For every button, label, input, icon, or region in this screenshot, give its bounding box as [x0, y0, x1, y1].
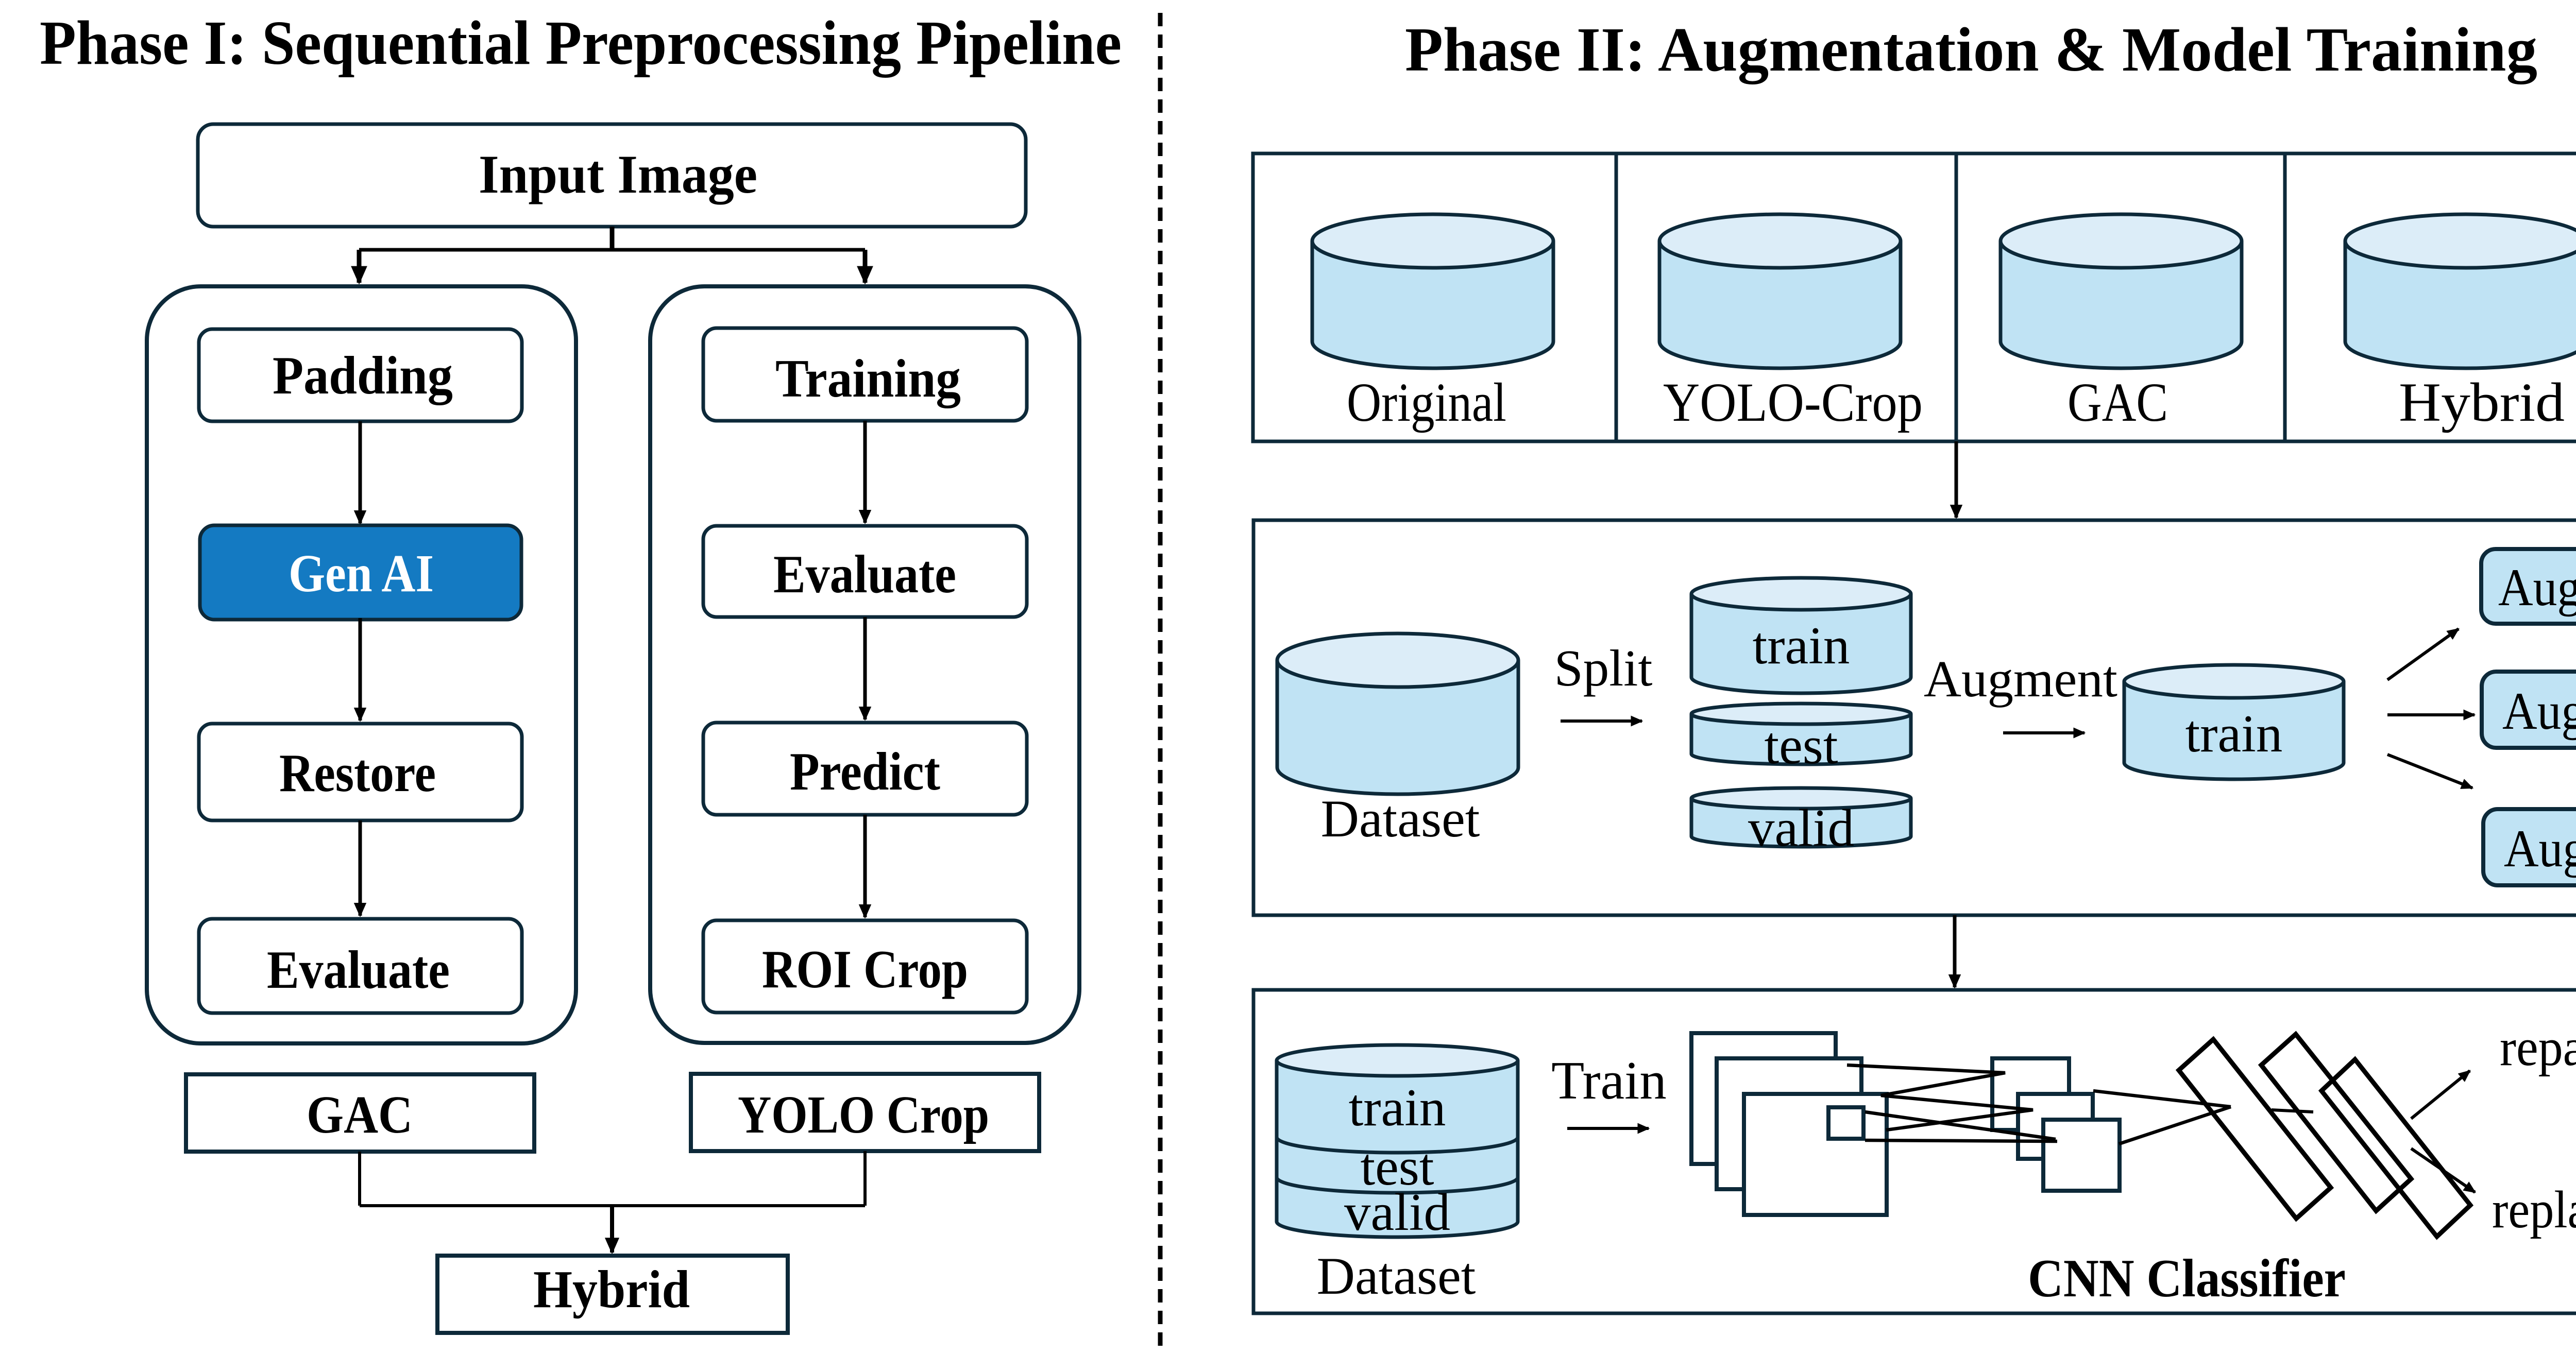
svg-text:test: test: [1764, 716, 1838, 775]
svg-text:GAC: GAC: [307, 1085, 413, 1144]
svg-text:YOLO Crop: YOLO Crop: [738, 1085, 989, 1144]
svg-text:Dataset: Dataset: [1317, 1247, 1476, 1306]
svg-text:Evaluate: Evaluate: [773, 544, 956, 604]
svg-text:Train: Train: [1551, 1050, 1667, 1110]
svg-text:train: train: [2185, 705, 2283, 763]
svg-text:Padding: Padding: [273, 345, 453, 405]
svg-text:replace: replace: [2492, 1180, 2576, 1239]
svg-text:train: train: [1753, 616, 1850, 675]
svg-text:valid: valid: [1748, 799, 1854, 858]
svg-text:Hybrid: Hybrid: [2399, 372, 2565, 433]
svg-text:Hybrid: Hybrid: [533, 1260, 690, 1319]
svg-text:Dataset: Dataset: [1321, 790, 1480, 848]
svg-text:Training: Training: [775, 348, 961, 408]
svg-text:Split: Split: [1554, 639, 1653, 697]
svg-text:valid: valid: [1344, 1183, 1450, 1242]
svg-text:Phase I: Sequential Preprocess: Phase I: Sequential Preprocessing Pipeli…: [40, 8, 1122, 78]
svg-text:Restore: Restore: [279, 743, 436, 803]
svg-text:Evaluate: Evaluate: [267, 939, 450, 1000]
svg-text:CNN Classifier: CNN Classifier: [2028, 1248, 2346, 1308]
svg-text:GAC: GAC: [2067, 372, 2168, 433]
svg-text:Predict: Predict: [790, 741, 940, 801]
svg-text:ROI Crop: ROI Crop: [762, 939, 968, 999]
svg-text:Aug2: Aug2: [2502, 682, 2576, 741]
svg-text:Gen AI: Gen AI: [289, 544, 434, 603]
svg-text:Augment: Augment: [1924, 650, 2117, 708]
svg-text:Input Image: Input Image: [479, 144, 757, 204]
svg-text:Original: Original: [1347, 372, 1506, 433]
svg-text:Aug1: Aug1: [2498, 558, 2576, 617]
svg-text:repair: repair: [2500, 1018, 2576, 1077]
svg-text:YOLO-Crop: YOLO-Crop: [1663, 372, 1923, 433]
svg-text:Aug3: Aug3: [2504, 819, 2576, 878]
svg-text:Phase II: Augmentation & Model: Phase II: Augmentation & Model Training: [1405, 15, 2537, 84]
svg-text:train: train: [1349, 1078, 1446, 1137]
svg-text:test: test: [1360, 1138, 1434, 1196]
